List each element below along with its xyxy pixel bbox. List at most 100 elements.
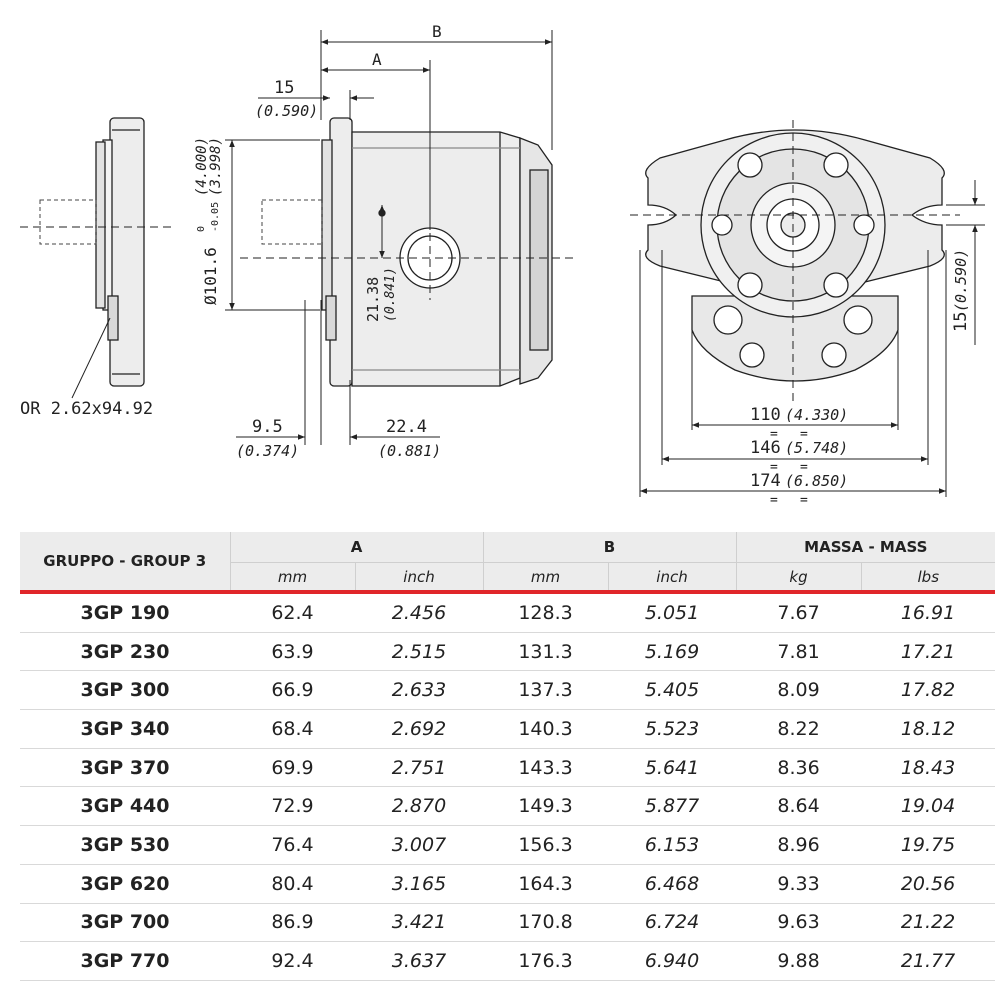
table-row: 3GP 440 72.9 2.870 149.3 5.877 8.64 19.0… — [20, 786, 996, 827]
a-mm-cell: 76.4 — [230, 825, 355, 865]
mass-kg-cell: 7.67 — [736, 594, 862, 633]
mass-lbs-cell: 21.22 — [861, 903, 996, 943]
shaft-len-mm: 22.4 — [386, 417, 427, 437]
sym-mark-3a: = — [770, 493, 778, 508]
table-row: 3GP 300 66.9 2.633 137.3 5.405 8.09 17.8… — [20, 670, 996, 711]
flange-side-view — [95, 117, 145, 387]
table-row: 3GP 190 62.4 2.456 128.3 5.051 7.67 16.9… — [20, 594, 996, 633]
pilot-len-in: (0.374) — [236, 442, 299, 460]
table-row: 3GP 340 68.4 2.692 140.3 5.523 8.22 18.1… — [20, 709, 996, 749]
dim-a-label: A — [372, 50, 382, 69]
b-inch-cell: 6.468 — [608, 864, 737, 904]
mass-lbs-cell: 18.43 — [861, 748, 996, 788]
b-mm-cell: 156.3 — [483, 825, 609, 865]
table-row: 3GP 530 76.4 3.007 156.3 6.153 8.96 19.7… — [20, 825, 996, 865]
model-cell: 3GP 340 — [20, 709, 230, 749]
model-cell: 3GP 370 — [20, 748, 230, 788]
b-mm-cell: 131.3 — [483, 632, 609, 672]
sym-mark-2b: = — [800, 460, 808, 475]
b-inch-cell: 6.940 — [608, 941, 737, 981]
b-inch-cell: 5.523 — [608, 709, 737, 749]
model-cell: 3GP 770 — [20, 941, 230, 981]
mass-kg-cell: 9.63 — [736, 903, 862, 943]
a-mm-cell: 86.9 — [230, 903, 355, 943]
mass-lbs-cell: 18.12 — [861, 709, 996, 749]
o-ring-label: OR 2.62x94.92 — [20, 399, 153, 419]
mass-kg-cell: 8.96 — [736, 825, 862, 865]
a-mm-cell: 69.9 — [230, 748, 355, 788]
a-inch-cell: 2.692 — [355, 709, 484, 749]
front-w2-mm: 146 — [750, 438, 781, 458]
front-w3-in: (6.850) — [785, 472, 848, 490]
mass-kg-cell: 8.09 — [736, 670, 862, 711]
a-inch-cell: 3.007 — [355, 825, 484, 865]
a-mm-cell: 68.4 — [230, 709, 355, 749]
table-row: 3GP 620 80.4 3.165 164.3 6.468 9.33 20.5… — [20, 864, 996, 904]
model-cell: 3GP 230 — [20, 632, 230, 672]
b-mm-cell: 164.3 — [483, 864, 609, 904]
port-offset-in: (0.841) — [383, 267, 398, 322]
a-mm-cell: 66.9 — [230, 670, 355, 711]
sym-mark-2a: = — [770, 460, 778, 475]
mass-kg-cell: 8.36 — [736, 748, 862, 788]
pilot-len-mm: 9.5 — [252, 417, 283, 437]
technical-drawing: OR 2.62x94.92 B A 15 (0.590) — [20, 22, 985, 508]
mass-kg-cell: 9.33 — [736, 864, 862, 904]
a-inch-cell: 3.165 — [355, 864, 484, 904]
model-cell: 3GP 440 — [20, 786, 230, 827]
mass-lbs-cell: 20.56 — [861, 864, 996, 904]
a-mm-cell: 92.4 — [230, 941, 355, 981]
mass-kg-cell: 8.64 — [736, 786, 862, 827]
a-mm-cell: 62.4 — [230, 594, 355, 633]
b-mm-cell: 128.3 — [483, 594, 609, 633]
b-inch-cell: 5.641 — [608, 748, 737, 788]
dimensions-table: GRUPPO - GROUP 3 A B MASSA - MASS mm inc… — [20, 532, 996, 981]
front-w1-mm: 110 — [750, 405, 781, 425]
front-w3-mm: 174 — [750, 471, 781, 491]
slot-mm: 15 — [951, 312, 971, 332]
shaft-len-in: (0.881) — [378, 442, 441, 460]
mass-lbs-cell: 17.82 — [861, 670, 996, 711]
b-mm-cell: 176.3 — [483, 941, 609, 981]
front-w1-in: (4.330) — [785, 406, 848, 424]
b-mm-cell: 140.3 — [483, 709, 609, 749]
a-inch-cell: 2.870 — [355, 786, 484, 827]
sym-mark-3b: = — [800, 493, 808, 508]
b-mm-cell: 149.3 — [483, 786, 609, 827]
b-mm-cell: 170.8 — [483, 903, 609, 943]
a-inch-cell: 2.633 — [355, 670, 484, 711]
model-cell: 3GP 530 — [20, 825, 230, 865]
a-inch-cell: 2.515 — [355, 632, 484, 672]
flange-thk-in: (0.590) — [255, 102, 318, 120]
mass-kg-cell: 9.88 — [736, 941, 862, 981]
pilot-tol-lower: -0.05 — [210, 202, 221, 232]
unit-mm-b: mm — [483, 562, 609, 590]
sym-mark-1b: = — [800, 427, 808, 442]
model-cell: 3GP 190 — [20, 594, 230, 633]
a-inch-cell: 3.637 — [355, 941, 484, 981]
mass-kg-cell: 7.81 — [736, 632, 862, 672]
col-b-header: B — [483, 532, 737, 563]
model-cell: 3GP 300 — [20, 670, 230, 711]
front-w2-in: (5.748) — [785, 439, 848, 457]
unit-inch-a: inch — [354, 562, 484, 590]
b-mm-cell: 137.3 — [483, 670, 609, 711]
header-accent-line — [20, 590, 996, 594]
mass-lbs-cell: 19.04 — [861, 786, 996, 827]
b-inch-cell: 5.051 — [608, 594, 737, 633]
table-row: 3GP 230 63.9 2.515 131.3 5.169 7.81 17.2… — [20, 632, 996, 672]
a-mm-cell: 72.9 — [230, 786, 355, 827]
a-inch-cell: 3.421 — [355, 903, 484, 943]
model-cell: 3GP 620 — [20, 864, 230, 904]
pilot-dia-in-lo: (3.998) — [208, 137, 224, 196]
mass-lbs-cell: 21.77 — [861, 941, 996, 981]
mass-kg-cell: 8.22 — [736, 709, 862, 749]
col-a-header: A — [230, 532, 484, 563]
pilot-tol-upper: 0 — [196, 226, 207, 232]
flange-thk-mm: 15 — [274, 78, 294, 98]
unit-lbs: lbs — [860, 562, 996, 590]
table-row: 3GP 370 69.9 2.751 143.3 5.641 8.36 18.4… — [20, 748, 996, 788]
port-offset-mm: 21.38 — [364, 277, 382, 322]
slot-in: (0.590) — [952, 249, 970, 312]
b-inch-cell: 5.405 — [608, 670, 737, 711]
